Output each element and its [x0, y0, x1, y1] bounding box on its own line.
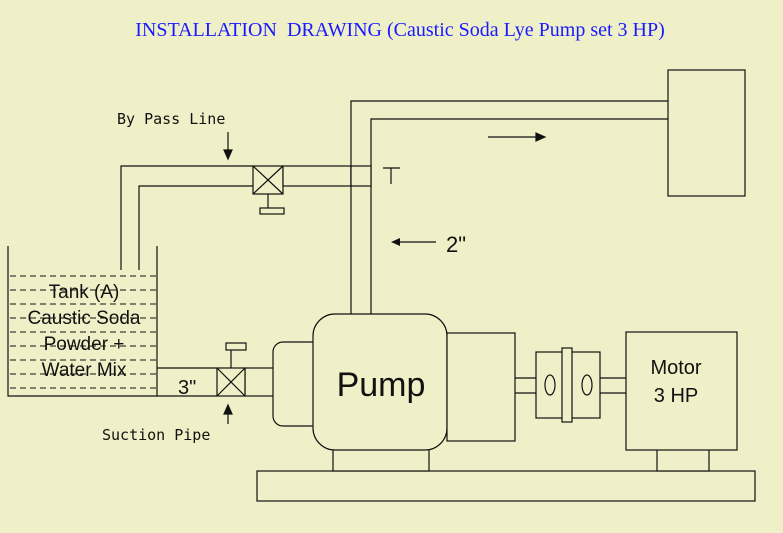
tank-label-4: Water Mix	[42, 360, 127, 381]
pipe-3in-label: 3"	[178, 377, 196, 399]
suction-label-arrow-icon	[223, 403, 233, 424]
motor	[625, 331, 738, 472]
pipe-2in-label: 2"	[446, 232, 466, 257]
tank-label-3: Powder +	[44, 334, 125, 355]
coupling-center	[561, 347, 573, 423]
flow-arrow-icon	[488, 132, 547, 142]
motor-foot	[656, 446, 710, 472]
suction-pipe	[157, 367, 278, 397]
suction-valve-handle	[225, 342, 247, 351]
motor-label-2: 3 HP	[654, 385, 698, 407]
pump	[272, 313, 516, 472]
pipe-tee	[350, 165, 400, 187]
motor-label-1: Motor	[650, 357, 701, 379]
bypass-connector	[282, 165, 352, 187]
bypass-valve	[252, 165, 285, 215]
tank: Tank (A) Caustic Soda Powder + Water Mix	[7, 246, 158, 397]
bypass-line-label: By Pass Line	[117, 110, 225, 128]
discharge-pipe	[350, 100, 668, 314]
pump-foot	[332, 446, 430, 472]
tank-label-2: Caustic Soda	[27, 308, 140, 329]
tank-label-1: Tank (A)	[49, 282, 120, 303]
motor-body	[625, 331, 738, 451]
bypass-pipe	[120, 165, 253, 270]
tank-liquid-lines	[10, 275, 156, 389]
base-plate	[256, 470, 756, 502]
bypass-valve-handle	[259, 207, 285, 215]
outlet-tank	[667, 69, 746, 197]
drawing-title: INSTALLATION DRAWING (Caustic Soda Lye P…	[135, 19, 665, 41]
suction-pipe-label: Suction Pipe	[102, 426, 210, 444]
bypass-label-arrow-icon	[223, 132, 233, 161]
pump-bearing-housing	[446, 332, 516, 442]
shaft-coupling	[515, 347, 626, 423]
pipe-2in-marker: 2"	[391, 232, 466, 257]
suction-valve	[216, 342, 247, 397]
pump-label: Pump	[337, 366, 426, 404]
